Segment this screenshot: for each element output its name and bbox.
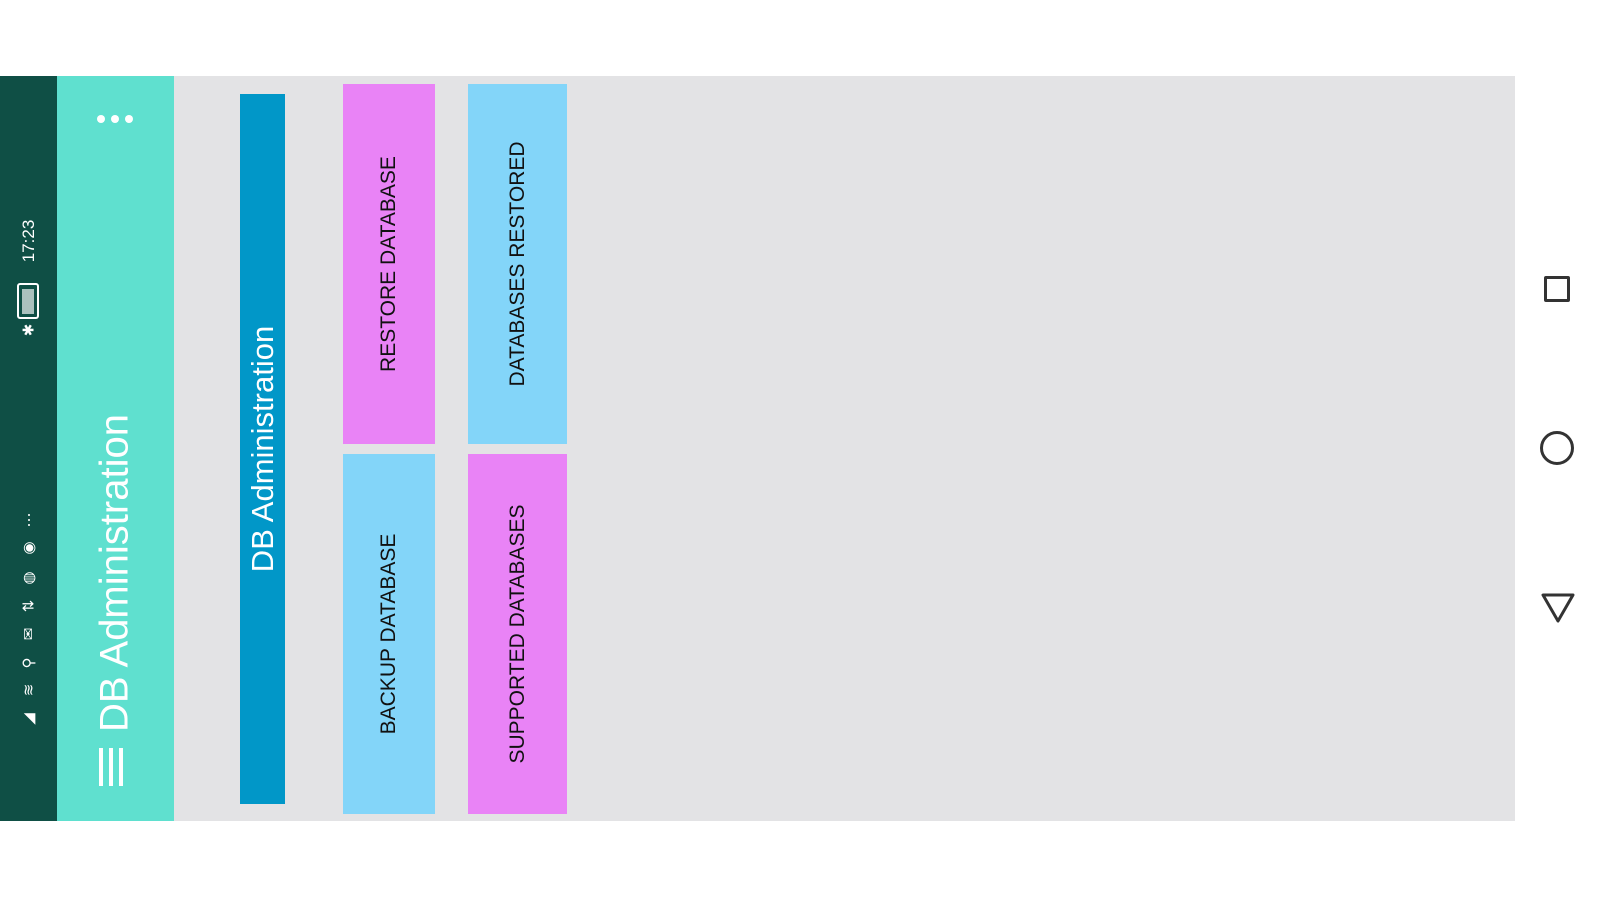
app-bar: DB Administration <box>57 76 174 821</box>
vpn-icon: ◉ <box>20 541 38 555</box>
usb-icon: ⚲ <box>20 657 38 669</box>
backup-database-label: BACKUP DATABASE <box>377 533 400 735</box>
supported-databases-button[interactable]: SUPPORTED DATABASES <box>468 454 567 814</box>
backup-database-button[interactable]: BACKUP DATABASE <box>343 454 435 814</box>
mail-icon: ✉ <box>20 627 38 641</box>
data-transfer-icon: ⇅ <box>20 599 38 613</box>
signal-icon: ◢ <box>20 713 38 725</box>
section-header-label: DB Administration <box>244 325 280 573</box>
status-time: 17:23 <box>19 219 38 263</box>
section-header: DB Administration <box>240 94 285 804</box>
overflow-menu-icon[interactable] <box>97 112 137 126</box>
home-circle-icon[interactable] <box>1540 431 1574 465</box>
bluetooth-icon: ✱ <box>20 323 38 337</box>
status-bar: 17:23 ✱ ⋯ ◉ ◍ ⇅ ✉ ⚲ ≋ ◢ <box>0 76 57 821</box>
more-notifications-icon: ⋯ <box>20 512 38 528</box>
sync-icon: ◍ <box>20 571 38 585</box>
phone-screen: 17:23 ✱ ⋯ ◉ ◍ ⇅ ✉ ⚲ ≋ ◢ DB Administratio… <box>0 76 1515 821</box>
restore-database-button[interactable]: RESTORE DATABASE <box>343 84 435 444</box>
wifi-icon: ≋ <box>20 683 38 697</box>
battery-charging-icon <box>17 283 39 319</box>
databases-restored-label: DATABASES RESTORED <box>505 141 529 387</box>
restore-database-label: RESTORE DATABASE <box>377 156 400 372</box>
recents-square-icon[interactable] <box>1544 276 1570 302</box>
databases-restored-button[interactable]: DATABASES RESTORED <box>468 84 567 444</box>
supported-databases-label: SUPPORTED DATABASES <box>505 504 529 764</box>
navigation-bar <box>1515 76 1600 821</box>
app-title: DB Administration <box>92 414 137 732</box>
back-triangle-icon[interactable] <box>1540 591 1576 625</box>
hamburger-menu-icon[interactable] <box>99 748 131 786</box>
